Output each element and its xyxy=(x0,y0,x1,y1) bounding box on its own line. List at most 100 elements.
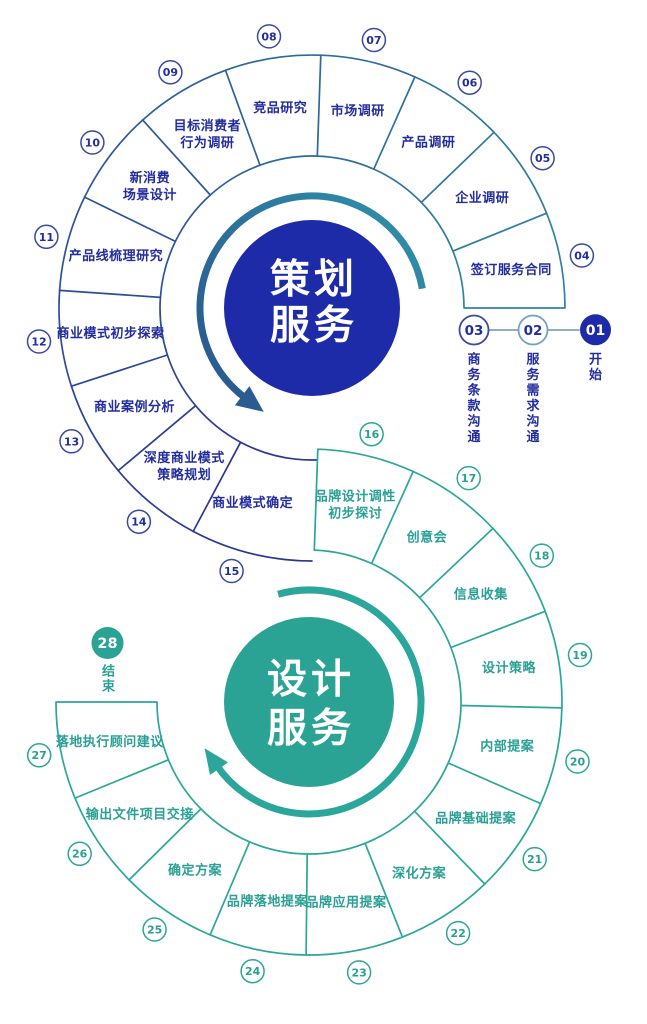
segment-23-outline xyxy=(305,842,404,956)
segment-19: 设计策略 19 xyxy=(450,610,593,709)
step-number-04: 04 xyxy=(574,250,590,263)
segment-label-20: 内部提案 xyxy=(480,739,535,755)
node-number-02: 02 xyxy=(524,323,543,339)
step-number-25: 25 xyxy=(147,924,162,937)
segment-06: 产品调研 06 xyxy=(372,70,495,204)
step-badge-16 xyxy=(359,421,384,447)
node-number-28: 28 xyxy=(97,636,117,652)
node-label-01: 开始 xyxy=(589,353,602,384)
step-number-17: 17 xyxy=(461,472,476,485)
step-badge-10 xyxy=(80,130,105,155)
segment-12: 商业模式初步探索 12 xyxy=(26,289,169,388)
segment-14: 深度商业模式策略规划 14 xyxy=(117,404,242,534)
step-badge-27 xyxy=(26,743,52,768)
segment-label-22: 深化方案 xyxy=(392,865,447,881)
segment-label-05: 企业调研 xyxy=(454,190,509,206)
segment-label-24: 品牌落地提案 xyxy=(227,893,309,909)
step-number-08: 08 xyxy=(261,30,276,43)
design-center-circle xyxy=(224,617,394,787)
planning-flow-arrow-arrowhead-icon xyxy=(235,386,264,412)
design-flow-arrow-arc xyxy=(214,586,425,818)
step-badge-13 xyxy=(59,429,84,454)
step-number-13: 13 xyxy=(64,435,79,448)
step-badge-15 xyxy=(219,558,244,584)
step-number-15: 15 xyxy=(224,565,239,578)
segment-10-outline xyxy=(83,119,212,243)
step-number-06: 06 xyxy=(462,77,478,90)
planning-flow-arrow-arc xyxy=(196,192,426,401)
node-circle-02 xyxy=(517,314,549,346)
step-number-26: 26 xyxy=(72,848,88,861)
node-circle-28 xyxy=(91,627,124,659)
segment-20-outline xyxy=(447,704,563,805)
segment-24: 品牌落地提案 24 xyxy=(209,841,309,984)
design-flow-arrow-arrowhead-icon xyxy=(204,748,228,775)
step-badge-09 xyxy=(158,60,183,85)
segment-label-12: 商业模式初步探索 xyxy=(56,325,164,341)
node-circle-01 xyxy=(580,314,611,346)
step-number-18: 18 xyxy=(534,550,549,563)
segment-label-17: 创意会 xyxy=(406,529,448,545)
step-number-22: 22 xyxy=(450,927,465,940)
step-number-24: 24 xyxy=(245,965,261,978)
step-number-23: 23 xyxy=(351,966,366,979)
step-badge-11 xyxy=(34,224,59,250)
step-number-07: 07 xyxy=(366,34,381,47)
step-badge-22 xyxy=(445,920,471,946)
segment-label-13: 商业案例分析 xyxy=(94,399,175,415)
step-badge-19 xyxy=(567,642,593,668)
segment-label-19: 设计策略 xyxy=(482,660,537,676)
segment-17: 创意会 17 xyxy=(370,465,494,599)
step-number-11: 11 xyxy=(39,231,54,244)
segment-04: 签订服务合同 04 xyxy=(452,212,595,309)
segment-24-outline xyxy=(209,841,309,956)
segment-label-14: 深度商业模式策略规划 xyxy=(144,450,225,483)
step-number-19: 19 xyxy=(572,649,587,662)
step-badge-21 xyxy=(522,846,547,872)
step-number-20: 20 xyxy=(570,756,586,769)
segment-27-outline xyxy=(55,701,170,799)
step-badge-06 xyxy=(457,70,482,95)
segment-label-26: 输出文件项目交接 xyxy=(86,807,194,823)
segment-label-15: 商业模式确定 xyxy=(212,495,293,511)
segment-06-outline xyxy=(372,76,495,204)
segment-label-21: 品牌基础提案 xyxy=(435,811,517,827)
step-badge-23 xyxy=(346,960,372,985)
step-badge-14 xyxy=(126,509,152,534)
segment-label-07: 市场调研 xyxy=(331,103,385,119)
segment-label-06: 产品调研 xyxy=(401,134,455,150)
design-fan: 品牌设计调性初步探讨16创意会17信息收集18设计策略19内部提案20品牌基础提… xyxy=(26,421,593,985)
step-number-14: 14 xyxy=(131,516,147,529)
node-label-28: 结束 xyxy=(102,664,116,695)
segment-label-04: 签订服务合同 xyxy=(470,262,552,278)
segment-16-outline xyxy=(313,448,415,565)
step-badge-26 xyxy=(67,841,92,867)
segment-07-outline xyxy=(316,54,416,170)
segment-08-outline xyxy=(224,54,322,167)
segment-label-16: 品牌设计调性初步探讨 xyxy=(315,489,396,522)
node-label-03: 商务条款沟通 xyxy=(467,352,481,446)
step-number-27: 27 xyxy=(32,749,47,762)
segment-label-08: 竞品研究 xyxy=(253,100,307,116)
node-circle-03 xyxy=(458,314,490,346)
segment-07: 市场调研 07 xyxy=(316,27,416,170)
segment-12-outline xyxy=(58,289,169,388)
segment-13-outline xyxy=(70,354,197,472)
segment-17-outline xyxy=(370,470,494,599)
step-number-12: 12 xyxy=(31,336,46,349)
segment-22-outline xyxy=(364,810,486,938)
segment-15: 商业模式确定 15 xyxy=(192,441,297,584)
step-badge-05 xyxy=(530,145,555,171)
step-badge-20 xyxy=(565,749,590,774)
